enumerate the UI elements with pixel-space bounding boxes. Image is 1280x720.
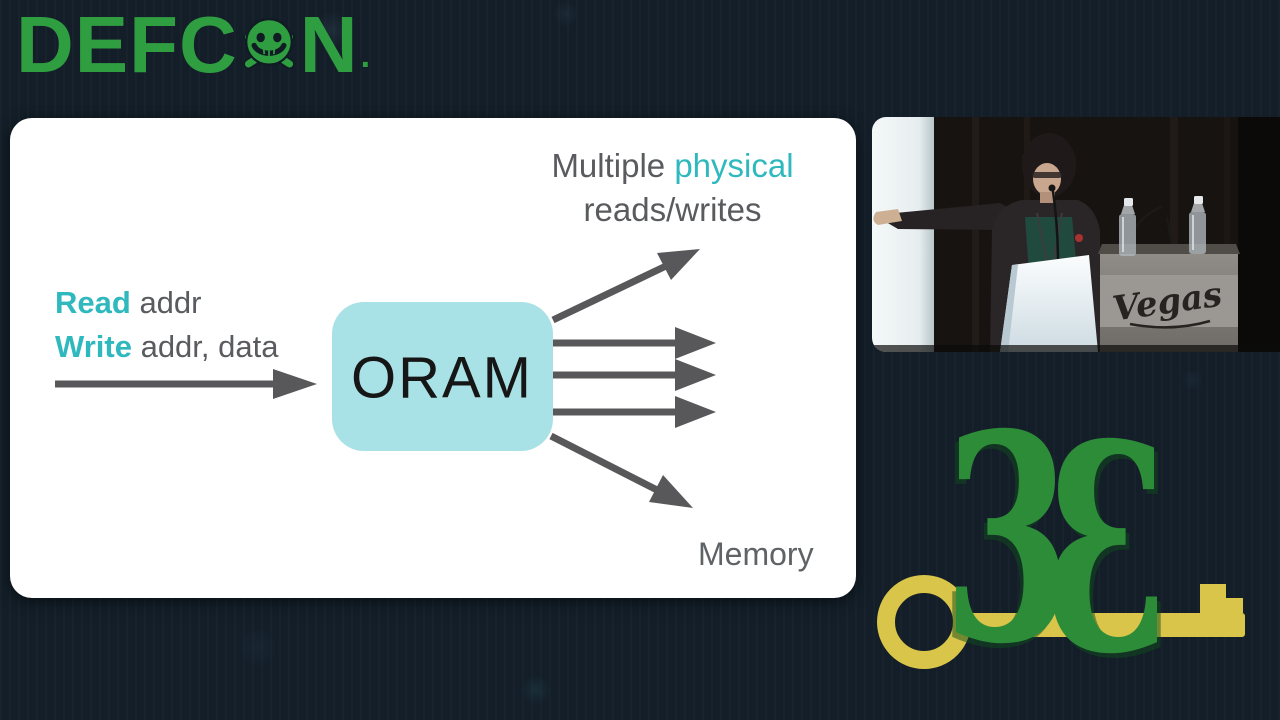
white-lectern [1000,255,1098,352]
slide-heading-line2: reads/writes [583,191,762,228]
read-args: addr [139,285,202,320]
vegas-podium: Vegas [1098,205,1240,352]
write-args: addr, data [140,329,279,364]
input-arrow [55,369,317,399]
output-arrow-mid-2 [553,359,716,391]
speaker-webcam: Vegas [872,117,1280,352]
output-arrows [549,249,716,508]
defcon-logo: DEFC N . [16,0,371,89]
heading-prefix: Multiple [551,147,666,184]
output-arrow-up [551,249,700,324]
slide-heading: Multiple physical reads/writes [450,144,895,232]
defcon-33-logo: 3 3 [870,381,1280,720]
skeleton-key-icon [877,575,1245,669]
microphone [1051,190,1060,264]
window-light [872,117,934,352]
slide-card: ORAM [10,118,856,598]
oram-box [332,302,553,451]
red-pin [1075,234,1083,242]
numeral-3-right: 3 [1040,381,1170,717]
slide-heading-line1: Multiple physical [450,144,895,188]
read-line: Read addr [55,281,278,325]
glasses [1032,172,1062,178]
write-keyword: Write [55,329,132,364]
defcon-logo-text-left: DEFC [16,0,238,89]
output-arrow-down [549,432,693,508]
memory-label: Memory [698,536,814,572]
water-bottle-left [1119,198,1136,256]
numeral-3-left: 3 [943,371,1073,707]
output-arrow-mid-1 [553,327,716,359]
defcon-logo-text-right: N [299,0,359,89]
write-line: Write addr, data [55,325,278,369]
read-keyword: Read [55,285,131,320]
speaker-scene: Vegas [872,117,1280,352]
oram-box-label: ORAM [351,346,533,411]
oram-diagram: ORAM [55,249,716,508]
io-label: Read addr Write addr, data [55,281,278,369]
skull-crossbones-icon [242,18,295,70]
heading-highlight: physical [674,147,794,184]
defcon-logo-dot: . [360,37,371,75]
water-bottle-right [1189,196,1206,254]
output-arrow-mid-3 [553,396,716,428]
